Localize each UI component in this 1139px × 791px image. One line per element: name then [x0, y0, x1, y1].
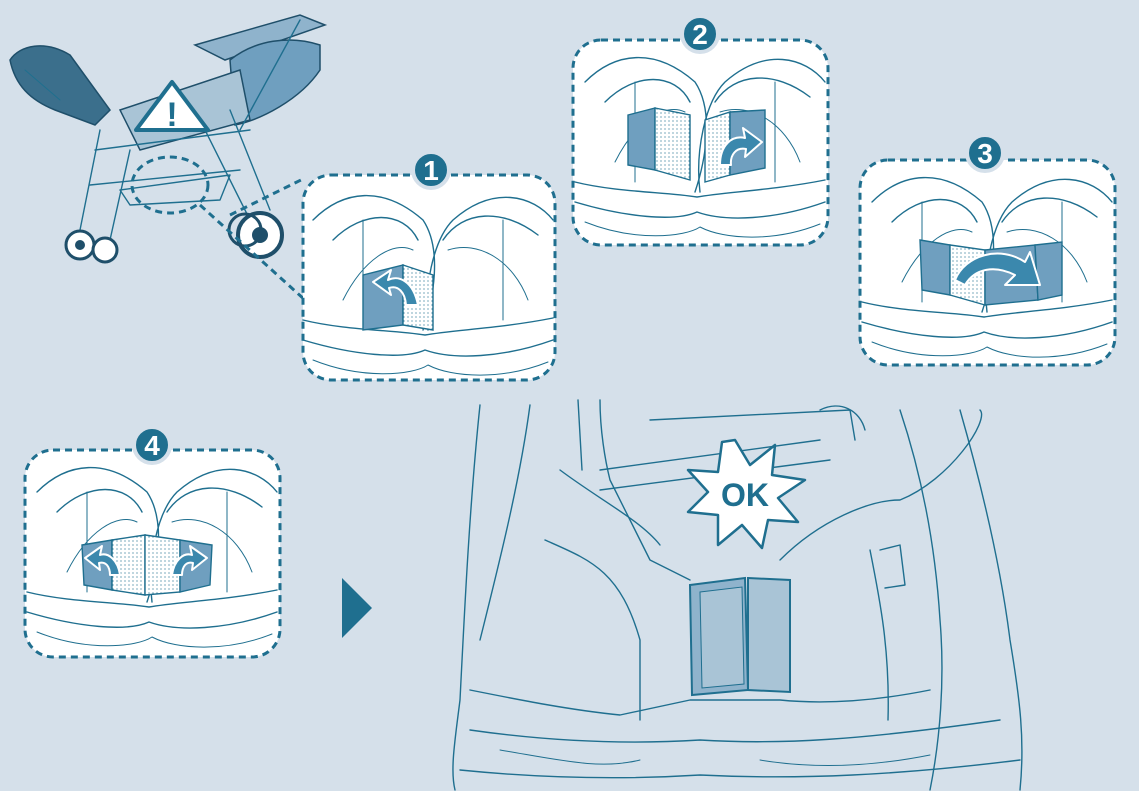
- play-triangle-icon: [342, 578, 372, 638]
- warning-symbol: !: [166, 96, 177, 134]
- step-3-panel: 3: [860, 135, 1115, 365]
- step-4-badge: 4: [134, 427, 170, 463]
- step-4-number: 4: [144, 430, 160, 461]
- step-3-badge: 3: [967, 135, 1003, 171]
- stroller-illustration: [10, 15, 325, 300]
- step-4-panel: 4: [25, 427, 280, 657]
- step-1-badge: 1: [413, 152, 449, 188]
- step-2-number: 2: [692, 19, 708, 50]
- step-2-badge: 2: [682, 16, 718, 52]
- ok-label: OK: [721, 477, 769, 513]
- step-1-number: 1: [423, 155, 439, 186]
- step-1-panel: 1: [303, 152, 555, 380]
- step-2-panel: 2: [573, 16, 828, 245]
- step-3-number: 3: [977, 138, 993, 169]
